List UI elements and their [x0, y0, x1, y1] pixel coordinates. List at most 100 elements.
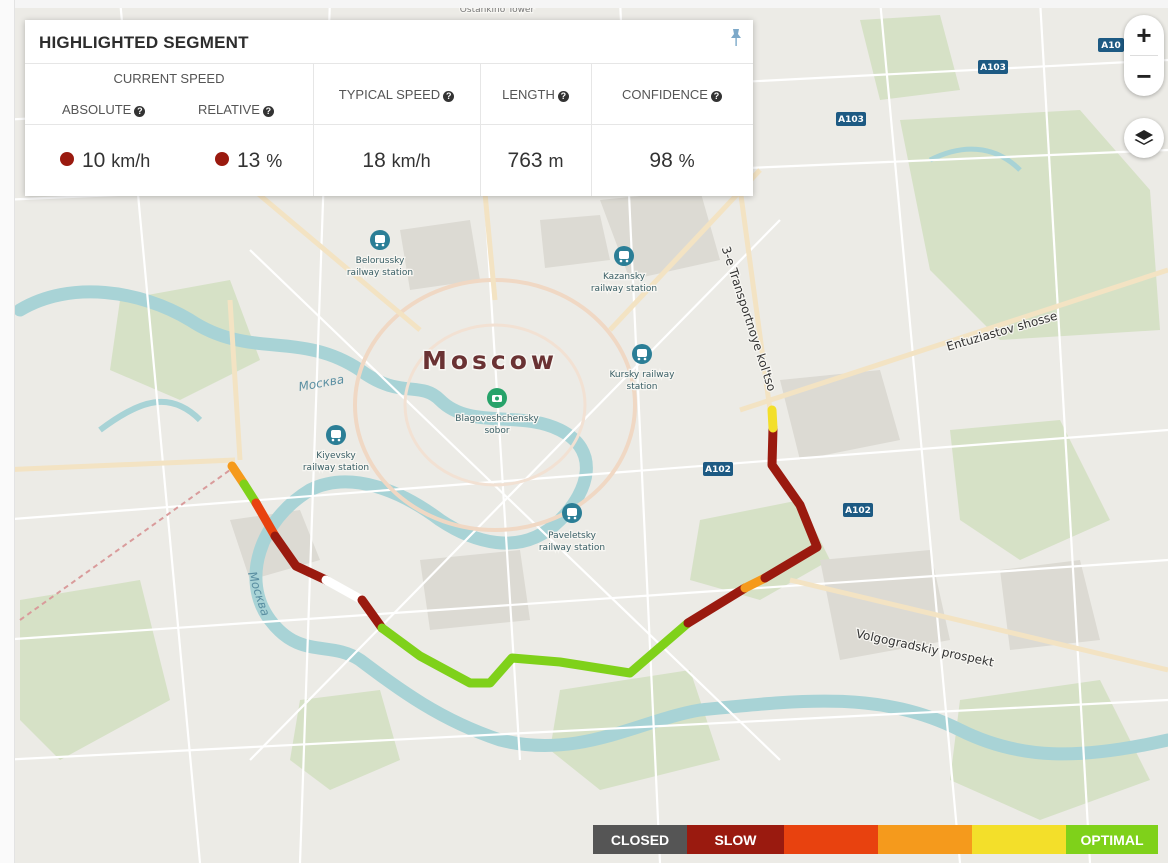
pond [928, 146, 1022, 172]
zoom-out-button[interactable]: − [1136, 60, 1152, 91]
road-shield-a103 [836, 112, 866, 126]
relative-speed-unit: % [266, 151, 283, 171]
zoom-divider [1130, 55, 1158, 56]
relative-speed-number: 13 [237, 149, 261, 172]
header-current-speed: CURRENT SPEED [113, 71, 225, 86]
panel-column-divider [591, 63, 592, 196]
road-shield-a102-label: A102 [705, 465, 731, 475]
value-length: 763 m [480, 149, 591, 173]
header-length-text: LENGTH [502, 87, 555, 102]
help-icon[interactable]: ? [710, 91, 722, 102]
legend-light [972, 825, 1066, 854]
length-number: 763 [507, 149, 543, 172]
zoom-in-button[interactable]: + [1136, 19, 1152, 50]
header-relative: RELATIVE? [198, 102, 274, 117]
label-kursky-2: station [627, 382, 658, 392]
label-kiyevsky-2: railway station [303, 463, 369, 473]
panel-column-divider [480, 63, 481, 196]
label-paveletsky-1: Paveletsky [548, 531, 597, 541]
top-edge [0, 0, 1168, 8]
label-blagoveshchensky-1: Blagoveshchensky [455, 414, 539, 424]
left-sidebar-edge [0, 0, 15, 863]
help-icon[interactable]: ? [443, 91, 455, 102]
confidence-number: 98 [649, 149, 673, 172]
layers-icon [1134, 130, 1154, 145]
typical-speed-unit: km/h [391, 151, 431, 171]
traffic-legend: CLOSED SLOW OPTIMAL [593, 825, 1158, 854]
panel-divider [25, 124, 753, 125]
route-segment-optimal[interactable] [377, 618, 693, 688]
length-unit: m [548, 151, 564, 171]
header-confidence: CONFIDENCE? [591, 87, 753, 102]
panel-title: HIGHLIGHTED SEGMENT [39, 33, 249, 52]
route-segment-slow[interactable] [270, 531, 331, 585]
header-absolute: ABSOLUTE? [62, 102, 146, 117]
park-areas [20, 15, 1160, 820]
route-segment-light[interactable] [767, 405, 778, 433]
bus-icon[interactable] [632, 344, 652, 364]
major-roads [0, 39, 1168, 673]
label-blagoveshchensky-2: sobor [484, 426, 509, 436]
road-shield-a102 [843, 503, 873, 517]
label-belorussky-2: railway station [347, 268, 413, 278]
header-absolute-text: ABSOLUTE [62, 102, 132, 117]
route-segment-closed[interactable] [321, 575, 367, 605]
label-paveletsky-2: railway station [539, 543, 605, 553]
label-city: Moscow [422, 346, 558, 375]
bus-icon[interactable] [326, 425, 346, 445]
absolute-speed-unit: km/h [111, 151, 151, 171]
label-kazansky-1: Kazansky [603, 272, 646, 282]
value-relative-speed: 13 % [215, 149, 282, 173]
status-dot [60, 152, 74, 166]
confidence-unit: % [678, 151, 695, 171]
header-relative-text: RELATIVE [198, 102, 260, 117]
road-shield-a102 [703, 462, 733, 476]
boulevard-ring [403, 323, 587, 487]
absolute-speed-number: 10 [82, 149, 106, 172]
bus-icon[interactable] [614, 246, 634, 266]
panel-divider [25, 63, 753, 64]
help-icon[interactable]: ? [262, 106, 274, 117]
legend-closed: CLOSED [593, 825, 687, 854]
value-typical-speed: 18 km/h [313, 149, 480, 173]
help-icon[interactable]: ? [557, 91, 569, 102]
status-dot [215, 152, 229, 166]
traffic-route[interactable] [227, 405, 822, 688]
road-shield-a103-label: A103 [838, 115, 864, 125]
typical-speed-number: 18 [362, 149, 386, 172]
header-typical-speed: TYPICAL SPEED? [313, 87, 480, 102]
route-segment-slow[interactable] [683, 583, 750, 628]
value-confidence: 98 % [591, 149, 753, 173]
route-segment-slow[interactable] [357, 595, 387, 633]
road-shield-a10 [1098, 38, 1124, 52]
road-shield-a10-label: A10 [1101, 41, 1121, 51]
label-kursky-1: Kursky railway [609, 370, 675, 380]
route-segment-slow[interactable] [760, 423, 822, 583]
header-confidence-text: CONFIDENCE [622, 87, 708, 102]
road-shield-a103-label: A103 [980, 63, 1006, 73]
legend-moderate [878, 825, 972, 854]
pin-icon[interactable] [727, 28, 745, 48]
header-typical-speed-text: TYPICAL SPEED [338, 87, 441, 102]
legend-optimal: OPTIMAL [1066, 825, 1158, 854]
legend-heavy [784, 825, 878, 854]
panel-column-divider [313, 63, 314, 196]
bus-icon[interactable] [562, 503, 582, 523]
route-segment-heavy[interactable] [251, 498, 280, 541]
road-shield-a103 [978, 60, 1008, 74]
label-kazansky-2: railway station [591, 284, 657, 294]
railway [19, 469, 231, 621]
label-belorussky-1: Belorussky [356, 256, 405, 266]
header-length: LENGTH? [480, 87, 591, 102]
road-shield-a102-label: A102 [845, 506, 871, 516]
highlighted-segment-panel: HIGHLIGHTED SEGMENT CURRENT SPEED ABSOLU… [25, 20, 753, 196]
bus-icon[interactable] [370, 230, 390, 250]
river-branch [98, 398, 203, 433]
zoom-control: + − [1124, 15, 1164, 96]
camera-icon[interactable] [487, 388, 507, 408]
legend-slow: SLOW [687, 825, 784, 854]
layers-button[interactable] [1124, 118, 1164, 158]
help-icon[interactable]: ? [134, 106, 146, 117]
label-kiyevsky-1: Kiyevsky [316, 451, 356, 461]
